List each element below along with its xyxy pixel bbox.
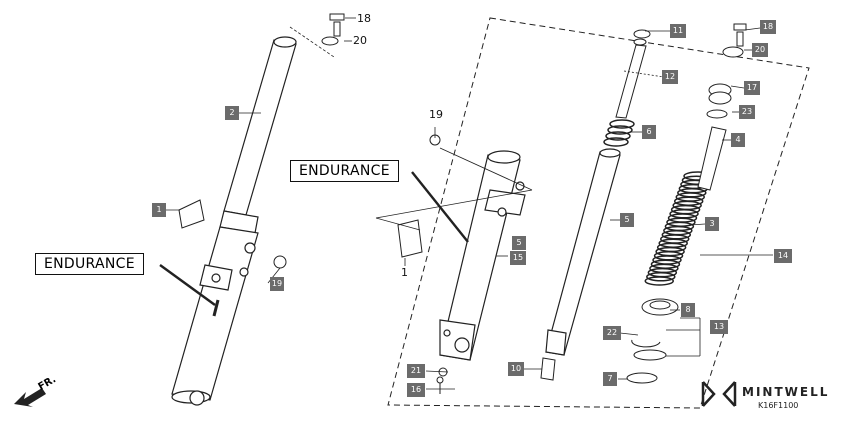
part-label-20-left: 20 [353,34,367,47]
part-tag-12: 12 [662,70,678,84]
part-tag-18-right: 18 [760,20,776,34]
part-tag-14: 14 [774,249,792,263]
spring-coil [644,276,674,286]
part-tag-6: 6 [642,125,656,139]
part-label-19-center: 19 [429,108,443,121]
left-small-parts [178,13,345,269]
part-tag-13: 13 [710,320,728,334]
fork-spring [644,171,713,286]
spring-coil [646,272,676,282]
part-tag-19-left: 19 [270,277,284,291]
part-tag-8: 8 [681,303,695,317]
part-tag-2: 2 [225,106,239,120]
part-tag-20-right: 20 [752,43,768,57]
part-tag-11: 11 [670,24,686,38]
part-tag-21: 21 [407,364,425,378]
part-tag-7: 7 [603,372,617,386]
part-tag-5: 5 [512,236,526,250]
part-tag-3: 3 [705,217,719,231]
part-tag-16: 16 [407,383,425,397]
right-small-parts [540,23,747,384]
endurance-callout-center: ENDURANCE [290,160,399,182]
center-fork-leg [439,150,526,361]
part-tag-10: 10 [508,362,524,376]
diagram-code: K16F1100 [758,401,799,410]
front-direction-arrow-icon [14,388,46,407]
leader-lines [159,17,773,390]
part-tag-17: 17 [744,81,760,95]
part-tag-1: 1 [152,203,166,217]
assembly-boundary [387,17,810,409]
part-tag-15: 15 [510,251,526,265]
part-tag-22: 22 [603,326,621,340]
mintwell-logo-icon [701,381,737,407]
left-fork-leg [171,36,297,406]
part-label-18-left: 18 [357,12,371,25]
endurance-callout-left: ENDURANCE [35,253,144,275]
rebound-spring [603,119,635,147]
brand-name: MINTWELL [742,385,830,399]
part-tag-4: 4 [731,133,745,147]
part-tag-23: 23 [739,105,755,119]
part-label-1-center: 1 [401,266,408,279]
inner-tube [545,148,621,356]
part-tag-5b: 5 [620,213,634,227]
damper-rod [615,29,651,119]
